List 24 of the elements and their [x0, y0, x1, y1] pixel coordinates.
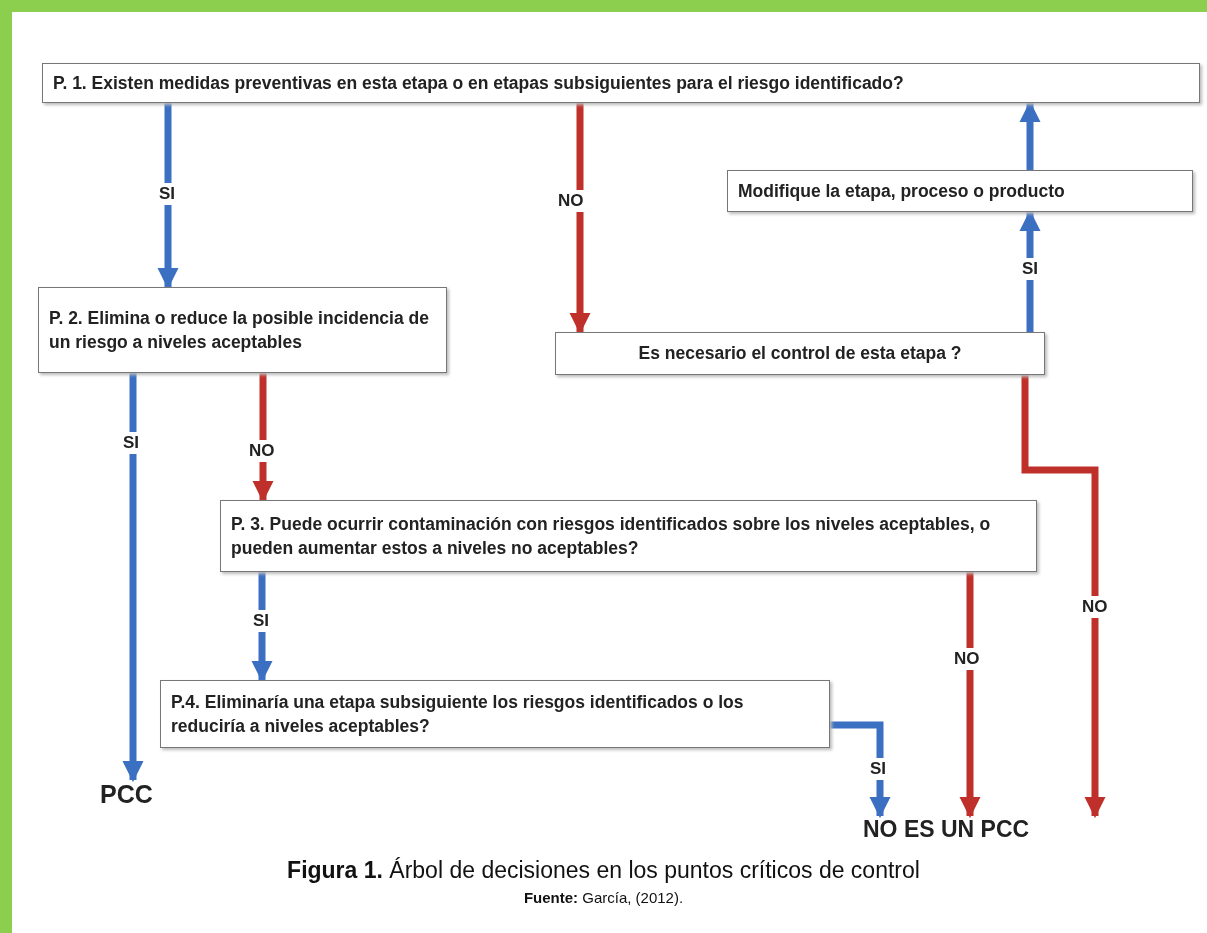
- arrow: [157, 103, 179, 290]
- figure-caption: Figura 1. Árbol de decisiones en los puntos críticos de control: [287, 857, 920, 884]
- edge-label: NO: [952, 648, 982, 670]
- arrow: [959, 572, 981, 819]
- arrow: [1021, 375, 1106, 819]
- arrow: [830, 721, 891, 819]
- arrow: [252, 373, 274, 503]
- edge-label: NO: [1080, 596, 1110, 618]
- question-box: Es necesario el control de esta etapa ?: [555, 332, 1045, 375]
- arrow: [1019, 209, 1041, 332]
- question-box: Modifique la etapa, proceso o producto: [727, 170, 1193, 212]
- outcome-text: PCC: [100, 780, 180, 814]
- edge-label: NO: [247, 440, 277, 462]
- edge-label: NO: [556, 190, 586, 212]
- question-box: P. 1. Existen medidas preventivas en esta etapa o en etapas subsiguientes para el riesgo identificado?: [42, 63, 1200, 103]
- question-box: P. 3. Puede ocurrir contaminación con riesgos identificados sobre los niveles aceptables, o pueden aumentar estos a niveles no aceptables?: [220, 500, 1037, 572]
- question-box: P.4. Eliminaría una etapa subsiguiente los riesgos identificados o los reduciría a niveles aceptables?: [160, 680, 830, 748]
- arrow: [569, 103, 591, 335]
- outcome-text: NO ES UN PCC: [863, 816, 1131, 850]
- arrow: [1019, 100, 1041, 170]
- question-box: P. 2. Elimina o reduce la posible incidencia de un riesgo a niveles aceptables: [38, 287, 447, 373]
- source-note: Fuente: García, (2012).: [523, 889, 684, 906]
- arrow: [251, 572, 273, 683]
- arrow: [122, 373, 144, 783]
